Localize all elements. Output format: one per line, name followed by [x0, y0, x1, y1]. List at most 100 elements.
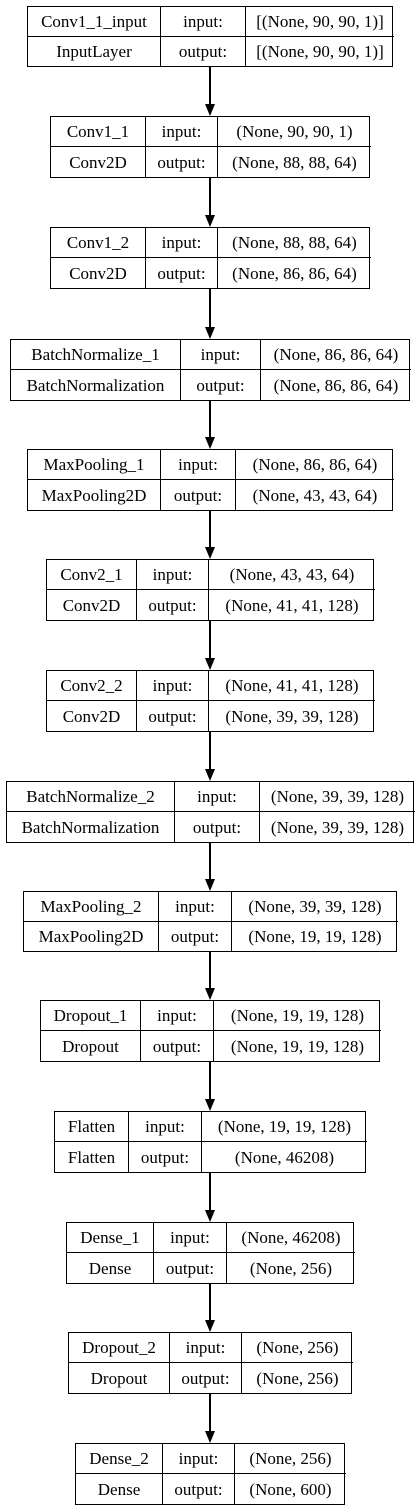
- input-shape: (None, 19, 19, 128): [230, 1006, 365, 1025]
- arrow-head-icon: [205, 769, 215, 781]
- layer-type: BatchNormalization: [11, 370, 181, 400]
- input-shape: (None, 41, 41, 128): [225, 676, 359, 695]
- output-shape: (None, 19, 19, 128): [230, 1036, 365, 1056]
- arrow-head-icon: [205, 1099, 215, 1111]
- layer-name: MaxPooling_1: [28, 450, 161, 479]
- input-label: input:: [146, 117, 218, 146]
- arrow-head-icon: [205, 547, 215, 559]
- layer-type: MaxPooling2D: [24, 921, 159, 951]
- layer-name: Conv1_1_input: [28, 7, 161, 36]
- layer-name: BatchNormalize_2: [7, 782, 175, 811]
- input-shape: (None, 88, 88, 64): [232, 233, 357, 252]
- layer-type: Conv2D: [47, 590, 137, 620]
- output-shape: (None, 86, 86, 64): [273, 375, 399, 395]
- arrow-line: [209, 401, 211, 438]
- output-label: output:: [137, 701, 209, 731]
- input-shape: (None, 86, 86, 64): [273, 345, 399, 364]
- input-label: input:: [161, 7, 246, 36]
- output-shape: (None, 86, 86, 64): [232, 263, 357, 283]
- arrow-line: [209, 1062, 211, 1100]
- input-label: input:: [170, 1333, 242, 1362]
- input-shape: (None, 39, 39, 128): [270, 787, 405, 806]
- arrow-line: [209, 1173, 211, 1211]
- output-shape: (None, 600): [249, 1479, 332, 1499]
- layer-name: Flatten: [55, 1112, 129, 1141]
- input-shape: (None, 256): [249, 1449, 332, 1468]
- arrow-line: [209, 621, 211, 659]
- arrow-line: [209, 178, 211, 216]
- input-label: input:: [175, 782, 260, 811]
- arrow-head-icon: [205, 327, 215, 339]
- input-label: input:: [141, 1001, 214, 1030]
- layer-type: Conv2D: [51, 258, 146, 288]
- layer-type: MaxPooling2D: [28, 480, 161, 510]
- output-label: output:: [170, 1363, 242, 1393]
- output-shape: (None, 256): [249, 1258, 333, 1278]
- arrow-head-icon: [205, 988, 215, 1000]
- input-label: input:: [181, 340, 261, 369]
- input-shape: (None, 256): [256, 1338, 339, 1357]
- output-label: output:: [161, 480, 236, 510]
- layer-name: Dropout_2: [69, 1333, 170, 1362]
- output-shape: (None, 256): [256, 1368, 339, 1388]
- input-label: input:: [129, 1112, 202, 1141]
- input-label: input:: [159, 892, 232, 921]
- output-label: output:: [163, 1474, 235, 1504]
- layer-type: Dense: [76, 1474, 163, 1504]
- output-label: output:: [129, 1142, 202, 1172]
- layer-type: Flatten: [55, 1142, 129, 1172]
- output-shape: (None, 43, 43, 64): [252, 485, 378, 505]
- layer-name: Conv1_2: [51, 228, 146, 257]
- arrow-line: [209, 1394, 211, 1432]
- output-shape: (None, 39, 39, 128): [225, 706, 359, 726]
- input-label: input:: [154, 1223, 227, 1252]
- arrow-line: [209, 67, 211, 105]
- layer-type: BatchNormalization: [7, 812, 175, 842]
- output-shape: (None, 41, 41, 128): [225, 595, 359, 615]
- output-label: output:: [161, 36, 246, 66]
- output-label: output:: [141, 1031, 214, 1061]
- arrow-line: [209, 289, 211, 328]
- input-shape: (None, 19, 19, 128): [217, 1117, 352, 1136]
- layer-type: Conv2D: [47, 701, 137, 731]
- input-label: input:: [161, 450, 236, 479]
- arrow-head-icon: [205, 879, 215, 891]
- output-shape: (None, 39, 39, 128): [270, 817, 405, 837]
- input-label: input:: [163, 1444, 235, 1473]
- input-shape: (None, 86, 86, 64): [252, 455, 378, 474]
- arrow-head-icon: [205, 1320, 215, 1332]
- arrow-line: [209, 732, 211, 770]
- output-label: output:: [137, 590, 209, 620]
- output-shape: [(None, 90, 90, 1)]: [256, 41, 384, 61]
- layer-name: BatchNormalize_1: [11, 340, 181, 369]
- arrow-line: [209, 511, 211, 548]
- layer-name: Dense_1: [67, 1223, 154, 1252]
